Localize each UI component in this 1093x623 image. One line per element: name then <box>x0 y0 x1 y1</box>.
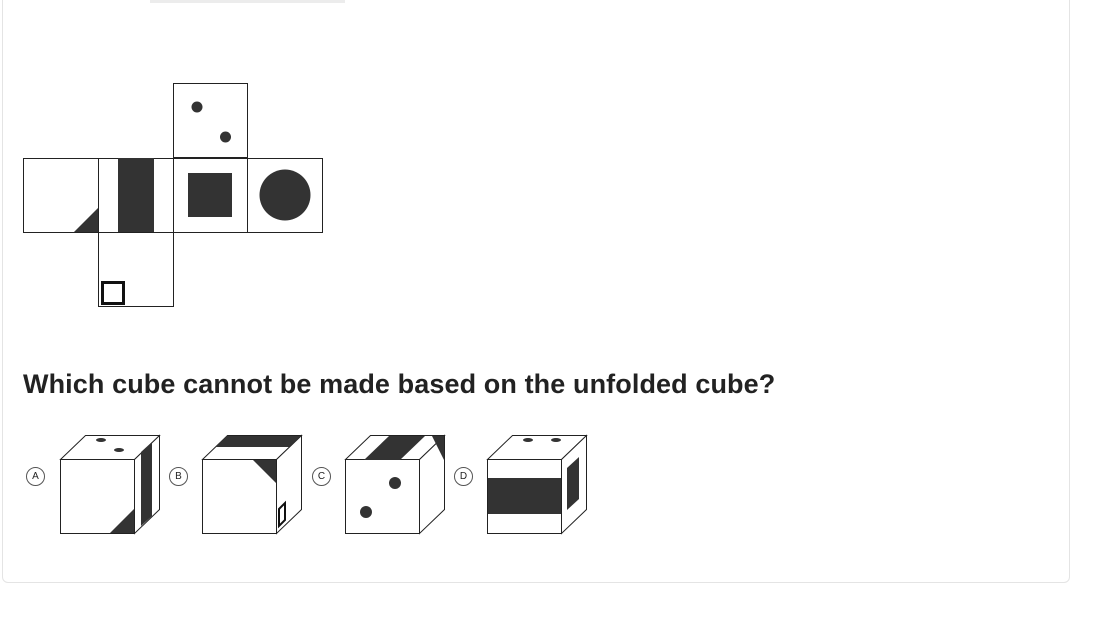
net-filled-circle <box>259 169 311 221</box>
option-a-top-dot-2 <box>114 448 124 452</box>
option-c-cube <box>344 434 446 535</box>
option-a-side-stripe <box>141 442 152 526</box>
option-c-dot-2 <box>360 506 372 518</box>
option-b-cube <box>201 434 303 535</box>
option-b-radio[interactable]: B <box>169 467 188 486</box>
option-d-front-stripe <box>488 478 561 514</box>
option-a-top-dot-1 <box>96 438 106 442</box>
option-d-side-square <box>567 457 579 510</box>
option-a-radio[interactable]: A <box>26 467 45 486</box>
top-divider <box>150 0 345 3</box>
option-b[interactable]: B <box>169 432 309 536</box>
option-d[interactable]: D <box>454 432 594 536</box>
option-b-front-face <box>202 459 277 534</box>
net-dot-2 <box>220 131 231 143</box>
option-d-top-dot-2 <box>551 438 561 442</box>
net-dot-1 <box>191 101 203 113</box>
option-a-cube <box>59 434 161 535</box>
option-c-top-stripe <box>364 436 425 460</box>
option-c-front-face <box>345 459 420 534</box>
net-filled-square <box>188 173 232 217</box>
cube-net <box>23 83 323 307</box>
net-bottom-face <box>98 232 174 307</box>
option-a[interactable]: A <box>26 432 166 536</box>
net-vertical-stripe <box>118 158 154 232</box>
net-right-face <box>247 158 323 233</box>
option-c[interactable]: C <box>312 432 452 536</box>
option-b-front-triangle <box>253 460 276 483</box>
option-d-top-dot-1 <box>523 438 533 442</box>
net-top-face <box>173 83 248 158</box>
option-d-cube <box>486 434 588 535</box>
option-a-front-triangle <box>110 509 134 533</box>
option-b-side-square <box>278 500 286 529</box>
net-corner-triangle <box>74 208 98 232</box>
option-d-radio[interactable]: D <box>454 467 473 486</box>
option-c-side-triangle <box>432 436 444 460</box>
question-text: Which cube cannot be made based on the u… <box>23 369 776 399</box>
option-b-top-stripe <box>215 436 301 447</box>
net-small-outlined-square <box>101 281 125 305</box>
option-c-radio[interactable]: C <box>312 467 331 486</box>
option-c-dot-1 <box>389 477 401 489</box>
